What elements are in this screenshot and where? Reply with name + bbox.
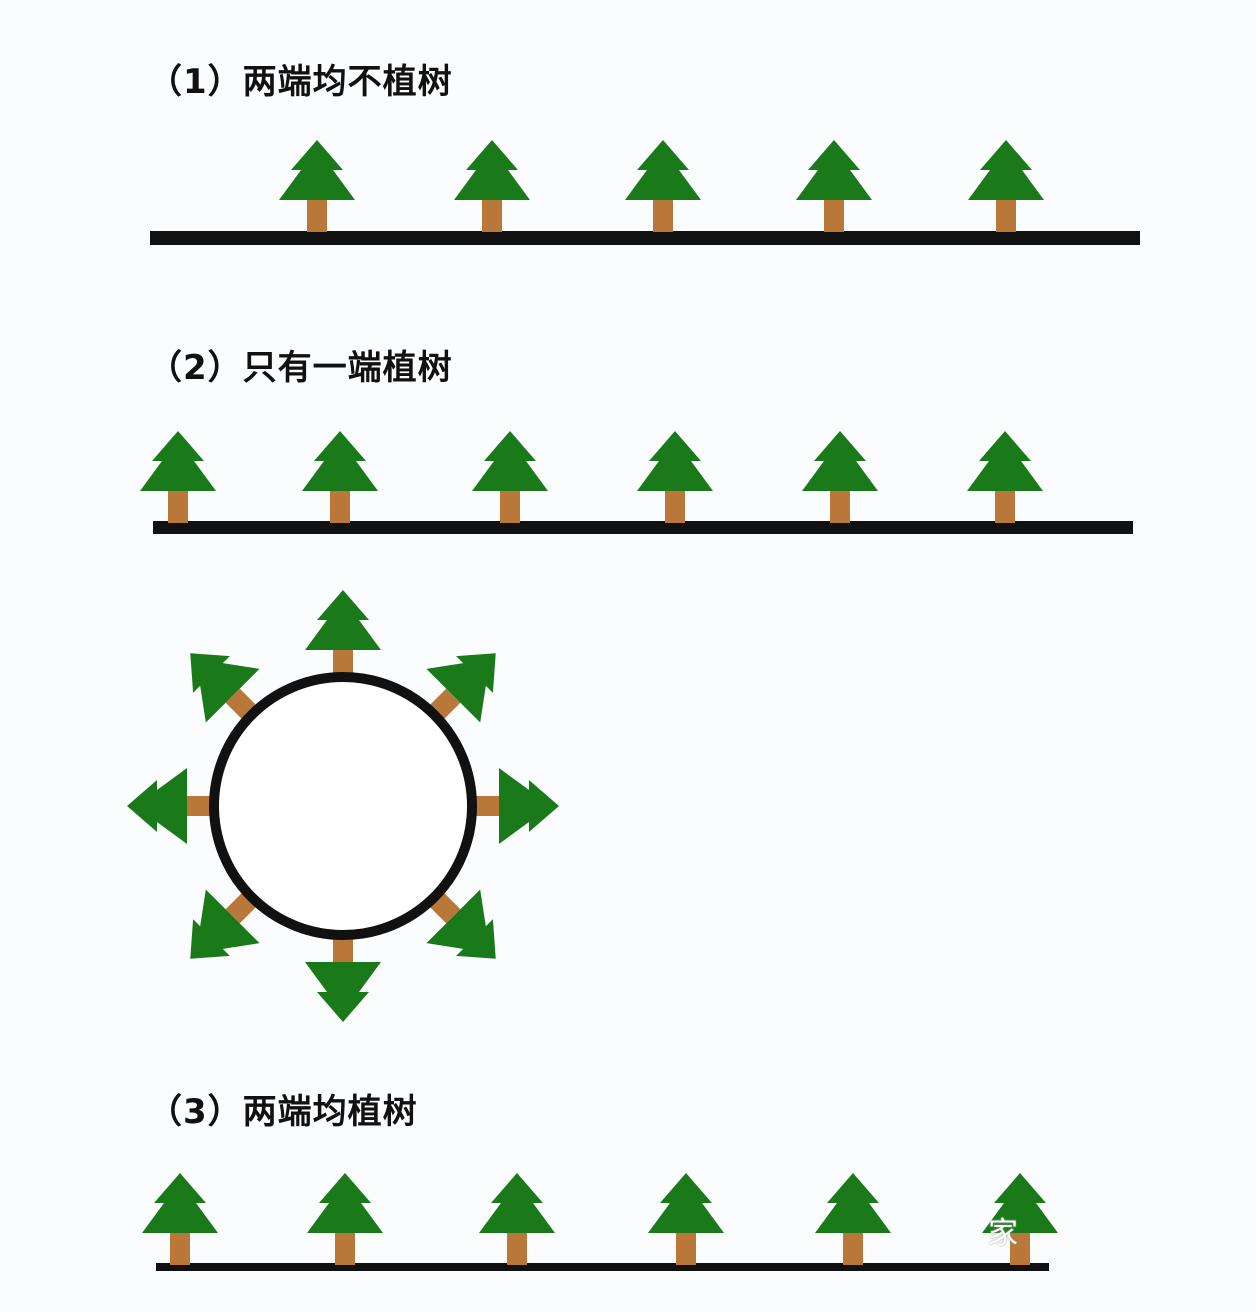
tree: [279, 140, 355, 232]
road-line-1: [150, 231, 1140, 245]
section-title-1: （1）两端均不植树: [148, 62, 453, 102]
road-line-2: [153, 521, 1133, 534]
tree: [302, 431, 378, 523]
tree: [637, 431, 713, 523]
road-line-3: [156, 1263, 1049, 1271]
tree: [479, 1173, 555, 1265]
section-title-2: （2）只有一端植树: [148, 348, 453, 388]
circle-path: [209, 672, 477, 940]
tree-row-1: [279, 140, 1044, 232]
tree: [648, 1173, 724, 1265]
tree: [305, 590, 381, 682]
watermark: 家: [988, 1216, 1018, 1251]
tree: [142, 1173, 218, 1265]
tree: [467, 768, 559, 844]
tree: [625, 140, 701, 232]
tree: [305, 930, 381, 1022]
tree: [968, 140, 1044, 232]
tree: [472, 431, 548, 523]
tree-row-3: [142, 1173, 1058, 1265]
tree: [796, 140, 872, 232]
tree-row-2: [140, 431, 1043, 523]
tree: [140, 431, 216, 523]
tree: [802, 431, 878, 523]
tree: [454, 140, 530, 232]
tree: [967, 431, 1043, 523]
section-title-3: （3）两端均植树: [148, 1092, 418, 1132]
tree: [127, 768, 219, 844]
tree: [307, 1173, 383, 1265]
tree: [815, 1173, 891, 1265]
